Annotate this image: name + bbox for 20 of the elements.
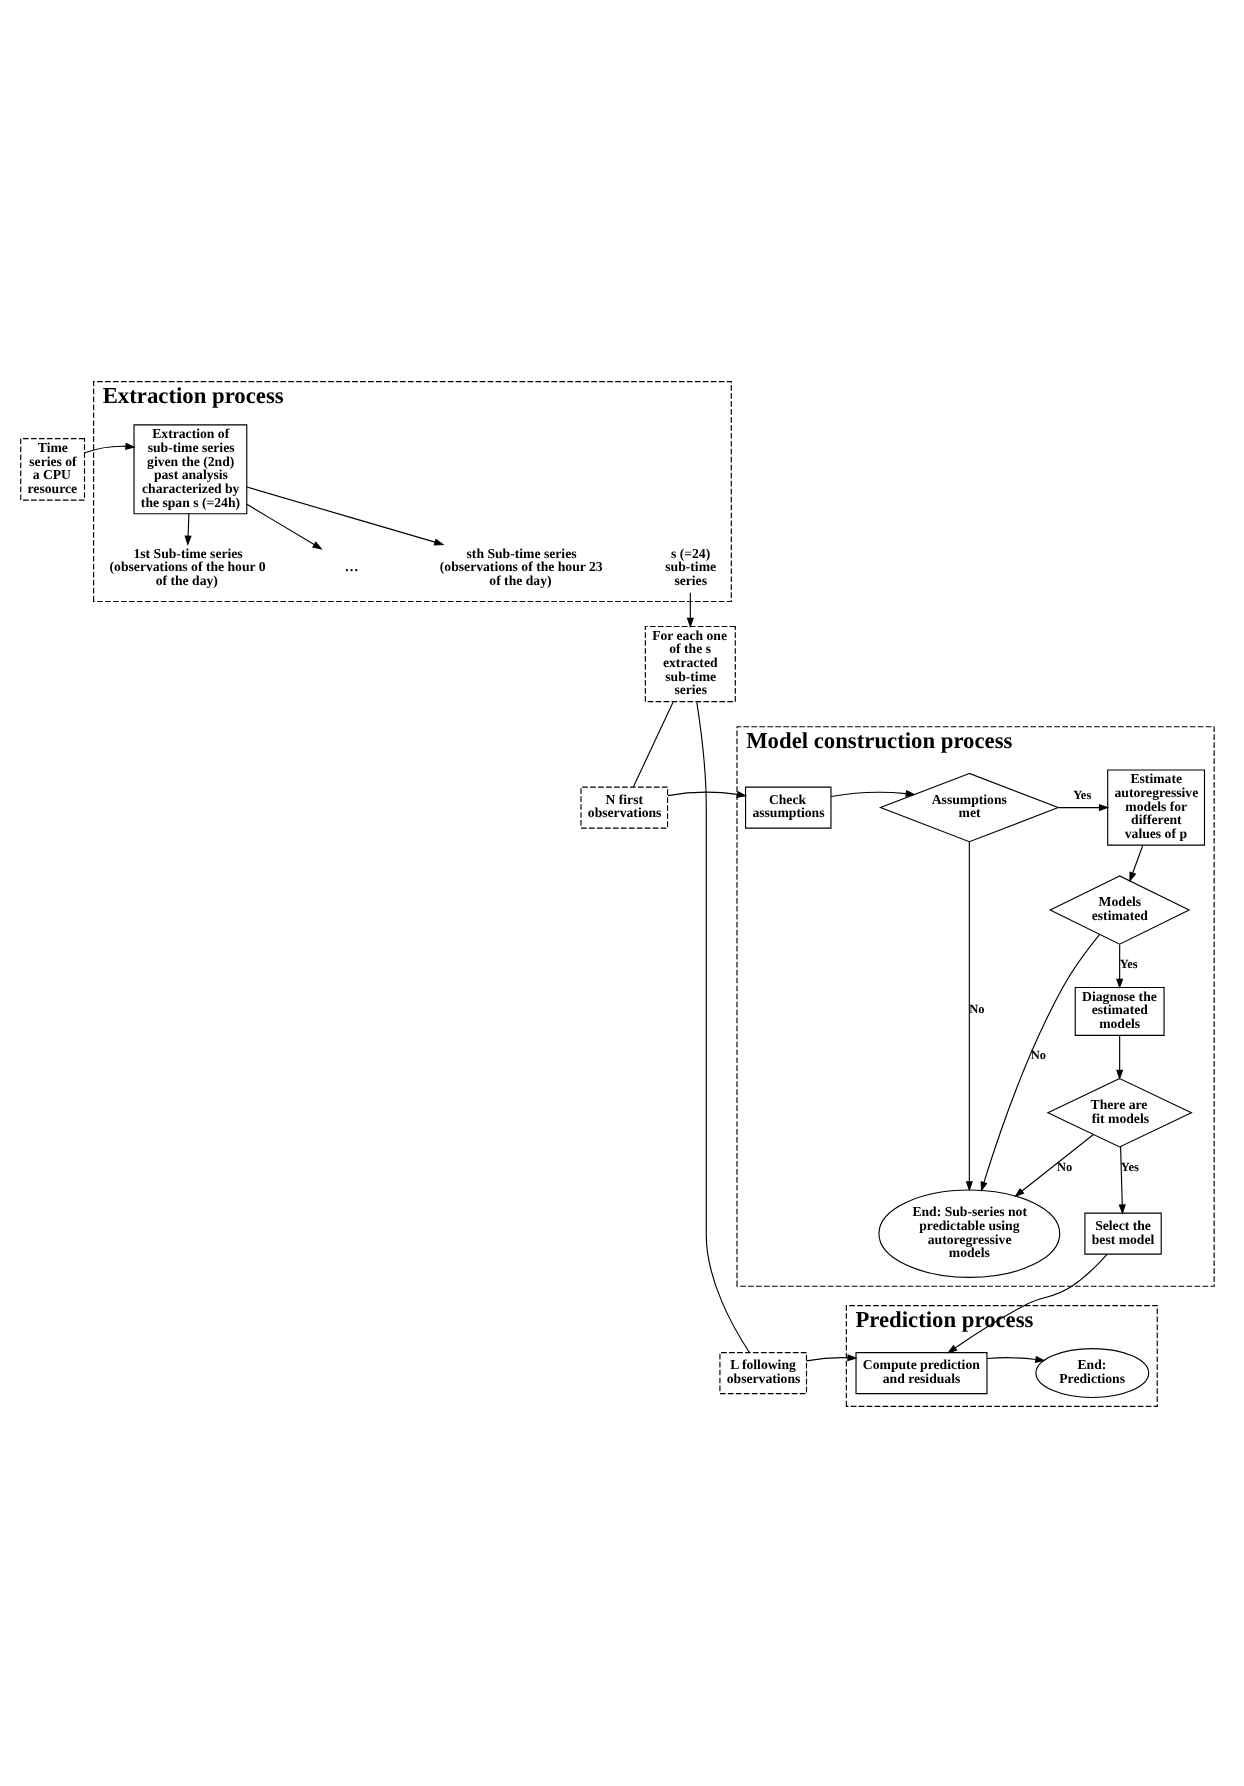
arrow [686, 591, 694, 628]
arrow [184, 512, 192, 545]
arrow [1116, 943, 1124, 989]
arrow [246, 502, 323, 549]
connector [696, 700, 750, 1353]
arrow [805, 1353, 858, 1361]
arrow [986, 1354, 1046, 1362]
arrow [1014, 1133, 1095, 1197]
arrow [980, 932, 1101, 1191]
arrow [947, 1252, 1108, 1353]
arrow [1129, 843, 1144, 882]
arrow [246, 485, 445, 545]
arrow [667, 789, 748, 797]
arrow [84, 441, 136, 453]
arrow [1057, 802, 1110, 811]
connector [632, 700, 674, 787]
arrow [1116, 1033, 1124, 1079]
arrow [1118, 1145, 1126, 1214]
arrow [830, 788, 916, 797]
arrow [965, 840, 973, 1191]
